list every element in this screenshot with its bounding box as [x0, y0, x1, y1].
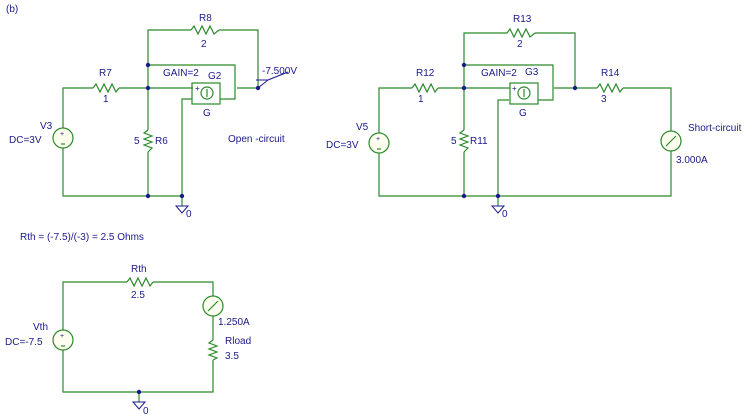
g2-plus-icon: +	[195, 84, 200, 93]
g3-plus-icon: +	[512, 84, 517, 93]
v5-name: V5	[356, 122, 369, 133]
short-circuit-note: Short-circuit	[688, 123, 742, 134]
node-dot	[572, 85, 578, 91]
r12-name: R12	[416, 68, 435, 79]
voltage-source-v5[interactable]: + V5 DC=3V	[326, 122, 390, 154]
ammeter-icon[interactable]: 1.250A	[202, 295, 250, 328]
node-dot	[495, 193, 501, 199]
voltage-probe[interactable]: -7.500V	[256, 66, 297, 89]
g3-gain: GAIN=2	[481, 68, 517, 79]
voltage-source-vth[interactable]: + Vth DC=-7.5	[5, 322, 74, 351]
r13-name: R13	[513, 14, 532, 25]
g2-gain: GAIN=2	[163, 68, 199, 79]
node-dot	[136, 389, 142, 395]
vth-value: DC=-7.5	[5, 337, 43, 348]
resistor-r8[interactable]: R8 2	[190, 13, 220, 50]
rload-value: 3.5	[225, 351, 239, 362]
node-dot	[145, 85, 151, 91]
r12-value: 1	[418, 94, 424, 105]
ground-icon: 0	[174, 205, 192, 220]
ammeter-icon[interactable]: Short-circuit 3.000A	[660, 123, 742, 166]
node-dot	[461, 85, 467, 91]
rth-equation: Rth = (-7.5)/(-3) = 2.5 Ohms	[20, 232, 144, 243]
node-dot	[179, 193, 185, 199]
r6-value: 5	[134, 136, 140, 147]
r7-name: R7	[99, 68, 112, 79]
g2-name: G2	[208, 71, 222, 82]
v5-value: DC=3V	[326, 140, 359, 151]
thevenin-current: 1.250A	[218, 317, 250, 328]
r11-value: 5	[451, 136, 457, 147]
thevenin-schematic: Rth 2.5 1.250A Rload 3.5 + Vth DC=-7.5 0	[5, 264, 251, 417]
ground-label: 0	[186, 209, 192, 220]
panel-label: (b)	[6, 4, 18, 15]
resistor-r14[interactable]: R14 3	[596, 68, 624, 105]
v3-name: V3	[40, 121, 53, 132]
r6-name: R6	[155, 136, 168, 147]
probe-voltage: -7.500V	[262, 66, 297, 77]
node-dot	[145, 193, 151, 199]
ground-icon: 0	[131, 401, 149, 417]
r8-value: 2	[201, 39, 207, 50]
resistor-rload[interactable]: Rload 3.5	[207, 336, 251, 362]
resistor-r12[interactable]: R12 1	[411, 68, 439, 105]
ground-label: 0	[143, 406, 149, 417]
g3-name: G3	[525, 67, 539, 78]
node-dot	[461, 193, 467, 199]
open-circuit-schematic: R8 2 R7 1 5 R6 GAIN=2 G2 + G	[9, 13, 297, 220]
ground-label: 0	[502, 209, 508, 220]
resistor-rth[interactable]: Rth 2.5	[126, 264, 154, 301]
g3-pin: G	[519, 108, 527, 119]
r14-value: 3	[601, 94, 607, 105]
r14-name: R14	[601, 68, 620, 79]
vcvs-g2[interactable]: GAIN=2 G2 + G	[163, 68, 222, 119]
short-circuit-current: 3.000A	[676, 155, 708, 166]
open-circuit-note: Open -circuit	[228, 134, 285, 145]
r11-name: R11	[470, 136, 488, 147]
r8-name: R8	[199, 13, 212, 24]
rload-name: Rload	[225, 336, 251, 347]
rth-value: 2.5	[131, 290, 145, 301]
resistor-r13[interactable]: R13 2	[506, 14, 536, 50]
resistor-r11[interactable]: 5 R11	[451, 129, 488, 153]
v3-value: DC=3V	[9, 135, 42, 146]
r7-value: 1	[103, 94, 109, 105]
voltage-source-v3[interactable]: + V3 DC=3V	[9, 121, 74, 149]
resistor-r6[interactable]: 5 R6	[134, 129, 168, 153]
node-dot	[461, 62, 467, 68]
v5-plus-icon: +	[376, 136, 380, 143]
vth-plus-icon: +	[60, 333, 64, 340]
node-dot	[145, 62, 151, 68]
g2-pin: G	[203, 108, 211, 119]
vth-name: Vth	[33, 322, 48, 333]
rth-name: Rth	[131, 264, 147, 275]
vcvs-g3[interactable]: GAIN=2 G3 + G	[481, 67, 539, 119]
r13-value: 2	[517, 39, 523, 50]
node-dot	[255, 85, 261, 91]
resistor-r7[interactable]: R7 1	[92, 68, 120, 105]
ground-icon: 0	[490, 205, 508, 220]
short-circuit-schematic: R13 2 R12 1 5 R11 R14 3 GAIN=2 G3 +	[326, 14, 742, 220]
v3-plus-icon: +	[60, 131, 64, 138]
